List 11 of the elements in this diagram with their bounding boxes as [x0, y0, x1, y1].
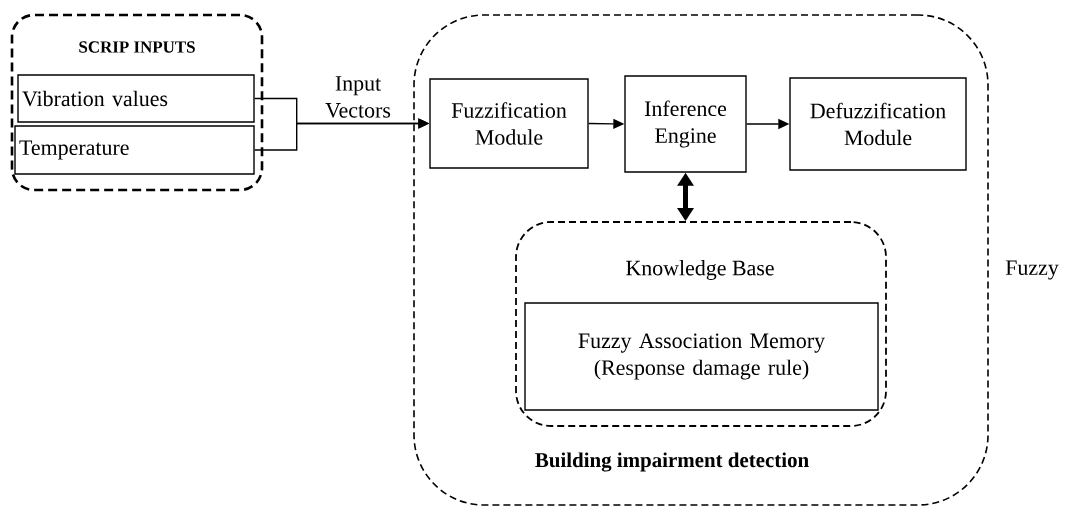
side-label: Fuzzy	[1005, 260, 1059, 280]
process-box: Defuzzification Module	[789, 77, 967, 171]
edge-label: Input Vectors	[317, 75, 399, 119]
process-box: Fuzzy Association Memory (Response damage rule)	[524, 302, 879, 411]
process-box: Temperature	[14, 125, 255, 175]
process-box: Fuzzification Module	[429, 78, 589, 169]
group-title: Knowledge Base	[626, 260, 774, 280]
process-box: Inference Engine	[624, 75, 747, 173]
group-title: Building impairment detection	[535, 452, 809, 472]
group-title: SCRIP INPUTS	[79, 41, 195, 53]
process-box: Vibration values	[17, 74, 255, 123]
